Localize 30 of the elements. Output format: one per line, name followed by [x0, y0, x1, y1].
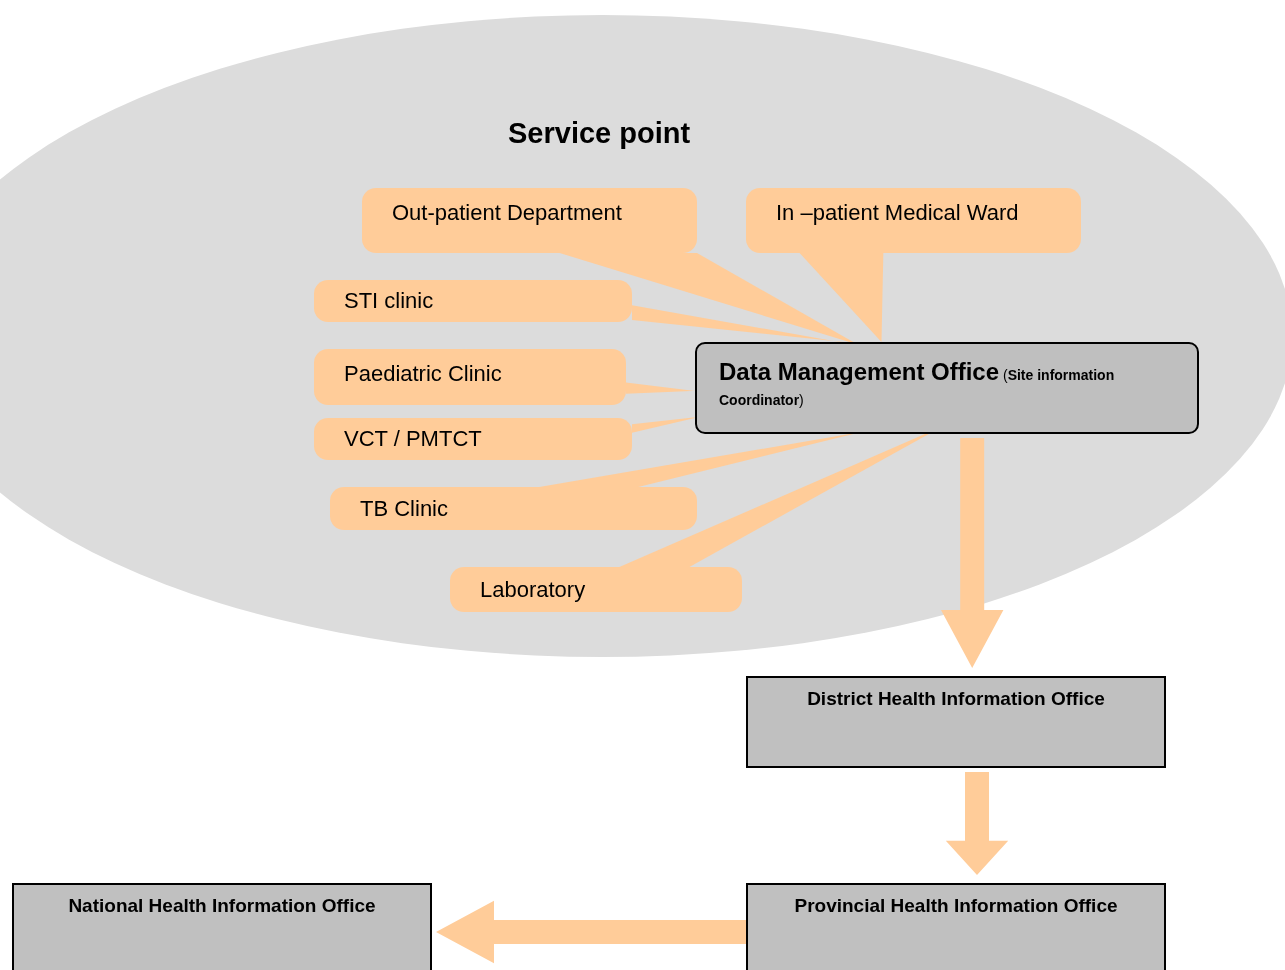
- office-box: [746, 676, 1166, 768]
- callout-pointer: [539, 434, 854, 487]
- callout-text: Laboratory: [480, 576, 586, 603]
- callout-text: VCT / PMTCT: [344, 426, 482, 452]
- callout-bubble: [330, 487, 697, 530]
- office-label: Data Management Office (Site information Coordinator): [719, 357, 1116, 410]
- office-label: Provincial Health Information Office: [793, 895, 1119, 917]
- office-box: [12, 883, 432, 970]
- callout-pointer: [632, 417, 697, 433]
- callout-text: TB Clinic: [360, 495, 448, 522]
- callout-text: In –patient Medical Ward: [776, 200, 1019, 226]
- callout-pointer: [619, 434, 929, 567]
- callout-bubble: [362, 188, 697, 253]
- block-arrow: [436, 900, 746, 964]
- callout-pointer: [559, 253, 854, 342]
- callout-text: Out-patient Department: [392, 200, 622, 226]
- office-box: [695, 342, 1199, 434]
- office-box: [746, 883, 1166, 970]
- office-label: National Health Information Office: [67, 895, 377, 917]
- block-arrow: [945, 772, 1009, 875]
- callout-bubble: [450, 567, 742, 612]
- callout-bubble: [314, 349, 626, 405]
- office-label: District Health Information Office: [806, 688, 1106, 710]
- callout-text: Paediatric Clinic: [344, 361, 502, 387]
- callout-bubble: [314, 418, 632, 460]
- block-arrow: [941, 438, 1004, 668]
- callout-bubble: [314, 280, 632, 322]
- callout-pointer: [799, 253, 884, 342]
- area-title: Service point: [508, 117, 691, 150]
- callout-text: STI clinic: [344, 288, 434, 314]
